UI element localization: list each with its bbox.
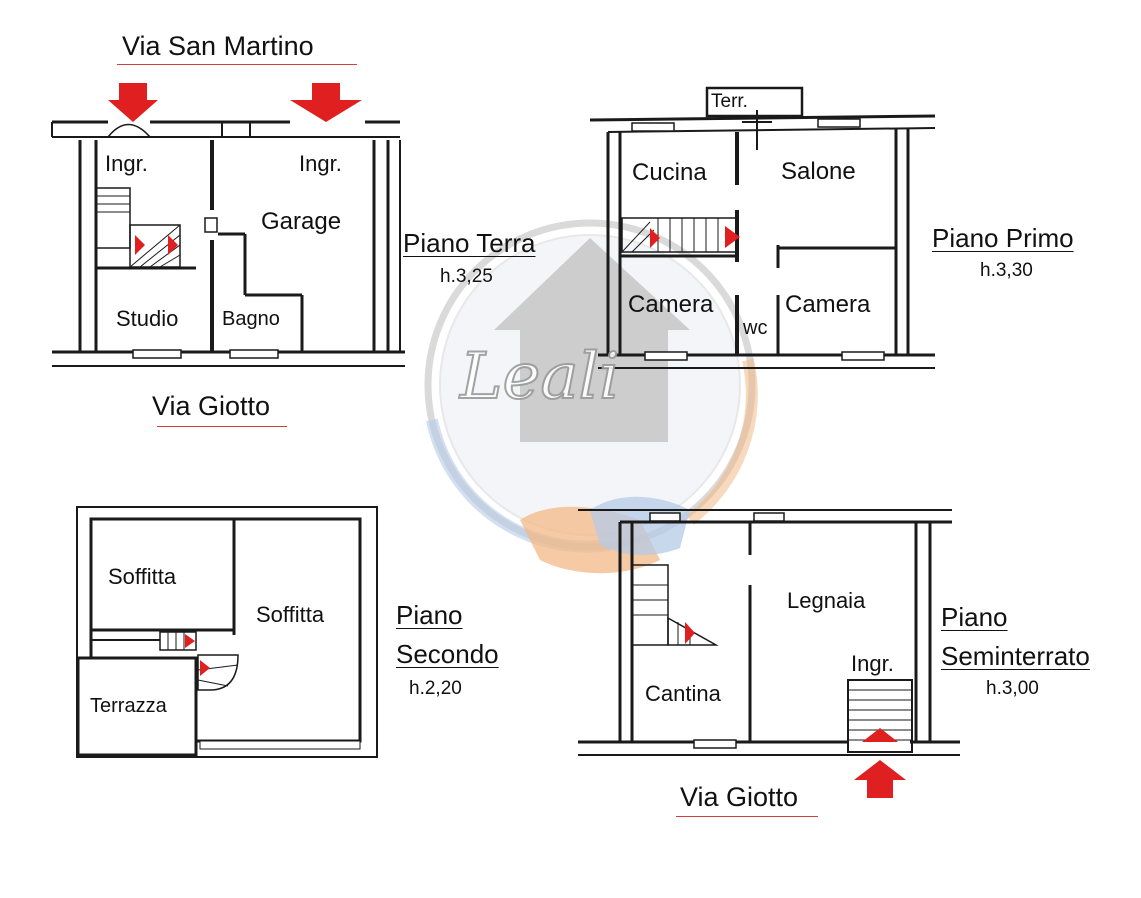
floor-title-seminterrato-1: Piano — [941, 602, 1008, 632]
floor-title-seminterrato-2: Seminterrato — [941, 641, 1090, 671]
stair-arrow-icon — [650, 228, 660, 248]
room-label-camera: Camera — [785, 291, 871, 318]
stair-arrow-icon — [862, 728, 898, 742]
room-label-terrazza: Terrazza — [90, 695, 167, 717]
room-label-ingr: Ingr. — [851, 651, 894, 676]
street-label-top: Via San Martino — [122, 31, 314, 61]
floor-title-terra: Piano Terra — [403, 228, 536, 258]
room-label-camera: Camera — [628, 291, 714, 318]
floor-height-primo: h.3,30 — [980, 260, 1033, 281]
floor-height-terra: h.3,25 — [440, 266, 493, 287]
entrance-arrow-icon — [290, 83, 362, 122]
stair-arrow-icon — [725, 226, 740, 248]
room-label-wc: wc — [743, 317, 768, 339]
watermark-logo — [424, 219, 758, 574]
street-label-bottom-left: Via Giotto — [152, 391, 271, 421]
stair-arrow-icon — [200, 660, 210, 676]
room-label-garage: Garage — [261, 208, 342, 235]
room-label-terr: Terr. — [711, 91, 748, 112]
stair-arrow-icon — [135, 235, 145, 255]
entrance-arrow-icon — [108, 83, 158, 122]
room-label-soffitta: Soffitta — [256, 602, 325, 627]
plan-piano-secondo — [76, 506, 378, 758]
room-label-legnaia: Legnaia — [787, 588, 866, 613]
room-label-salone: Salone — [781, 158, 856, 185]
room-label-studio: Studio — [116, 306, 179, 331]
room-label-cucina: Cucina — [632, 159, 707, 186]
stair-arrow-icon — [685, 622, 695, 644]
plan-piano-terra — [51, 120, 405, 367]
room-label-soffitta: Soffitta — [108, 564, 177, 589]
entrance-arrow-icon — [854, 760, 906, 798]
stair-arrow-icon — [168, 235, 178, 255]
stair-arrow-icon — [185, 634, 195, 648]
plan-piano-primo — [589, 86, 936, 369]
street-underline — [117, 64, 357, 65]
floor-title-primo: Piano Primo — [932, 223, 1074, 253]
room-label-cantina: Cantina — [645, 681, 721, 706]
floor-height-secondo: h.2,20 — [409, 678, 462, 699]
floor-height-seminterrato: h.3,00 — [986, 678, 1039, 699]
street-underline — [676, 816, 818, 817]
room-label-ingr: Ingr. — [105, 151, 148, 176]
floor-title-secondo-1: Piano — [396, 600, 463, 630]
street-label-bottom-right: Via Giotto — [680, 782, 799, 812]
street-underline — [157, 426, 287, 427]
plan-piano-seminterrato — [578, 509, 960, 756]
floor-title-secondo-2: Secondo — [396, 639, 499, 669]
room-label-bagno: Bagno — [222, 308, 280, 330]
room-label-ingr: Ingr. — [299, 151, 342, 176]
watermark-text: Leali — [459, 340, 620, 414]
